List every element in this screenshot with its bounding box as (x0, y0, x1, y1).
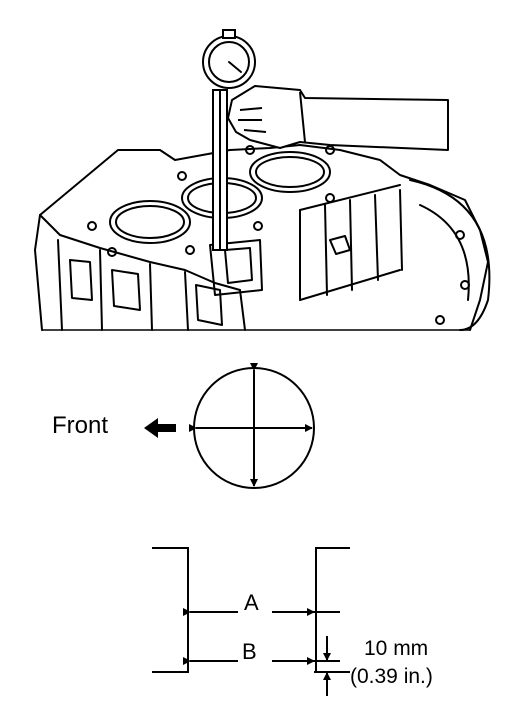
label-b: B (242, 639, 257, 664)
bore-gauge (202, 29, 256, 251)
bore-circle-diagram (189, 363, 315, 489)
front-label: Front (52, 412, 108, 439)
offset-in-label: (0.39 in.) (350, 665, 433, 688)
arrow-left-icon (144, 418, 176, 438)
front-direction-indicator: Front (52, 412, 176, 439)
bore-section-diagram (152, 547, 350, 696)
hand (227, 85, 449, 151)
offset-mm-label: 10 mm (364, 637, 428, 660)
label-a: A (244, 590, 259, 615)
engine-block-illustration (34, 144, 491, 331)
